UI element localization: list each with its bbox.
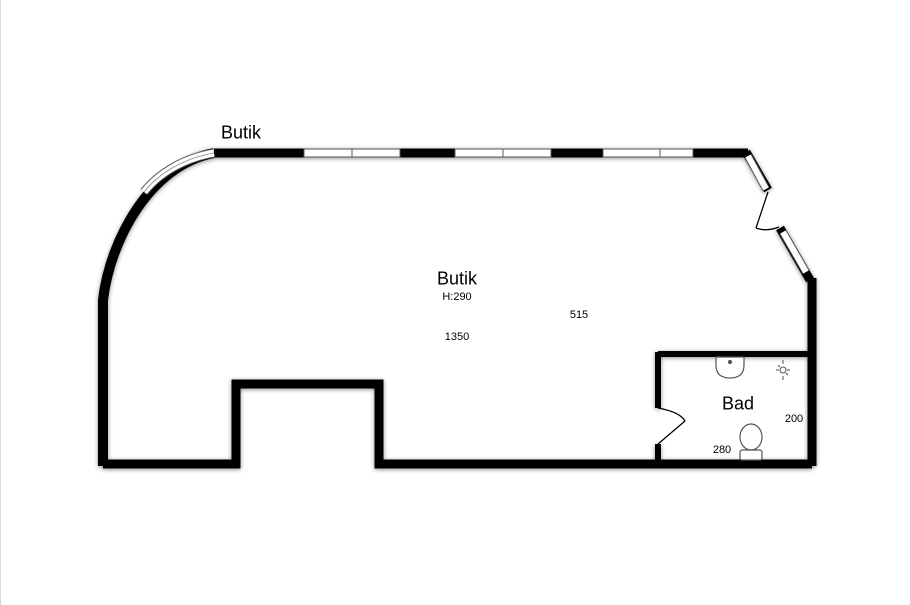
sink-icon: [715, 356, 745, 379]
exterior-label: Butik: [220, 122, 262, 143]
dimension-label: 515: [569, 309, 589, 321]
room-name-butik: Butik: [436, 268, 478, 289]
shower-icon: [776, 360, 790, 380]
room-height: H:290: [442, 291, 472, 303]
dimension-label: 200: [784, 413, 804, 425]
windows-top: [303, 148, 694, 158]
windows-right: [744, 154, 810, 274]
walls: [98, 148, 817, 469]
door-swing-icon: [755, 191, 780, 231]
door-swing-icon: [657, 407, 686, 445]
toilet-icon: [739, 423, 763, 461]
page-edge: [0, 0, 1, 605]
dimension-label: 280: [712, 444, 732, 456]
dimension-label: 1350: [444, 331, 470, 343]
room-name-bad: Bad: [721, 393, 755, 414]
window-curved: [140, 148, 215, 195]
window-icon: [602, 148, 694, 158]
